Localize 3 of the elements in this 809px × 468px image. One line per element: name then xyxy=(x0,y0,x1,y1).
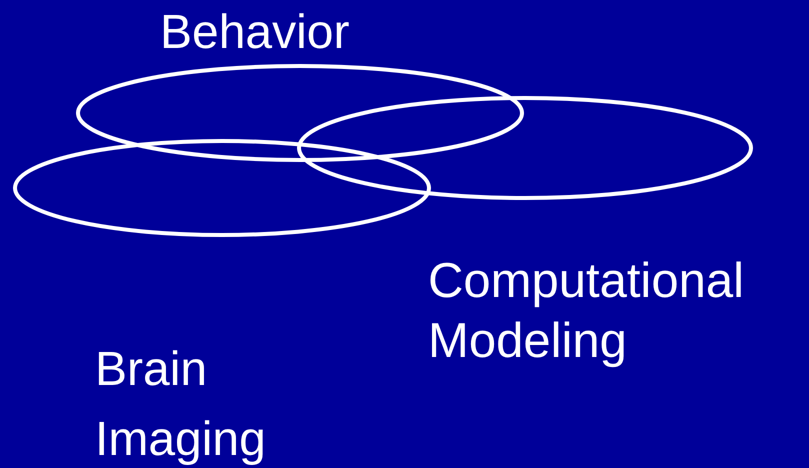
region-label: Brain Imaging xyxy=(95,342,267,468)
region-label: Computational Modeling xyxy=(428,253,745,370)
region-label: Behavior xyxy=(160,6,350,60)
